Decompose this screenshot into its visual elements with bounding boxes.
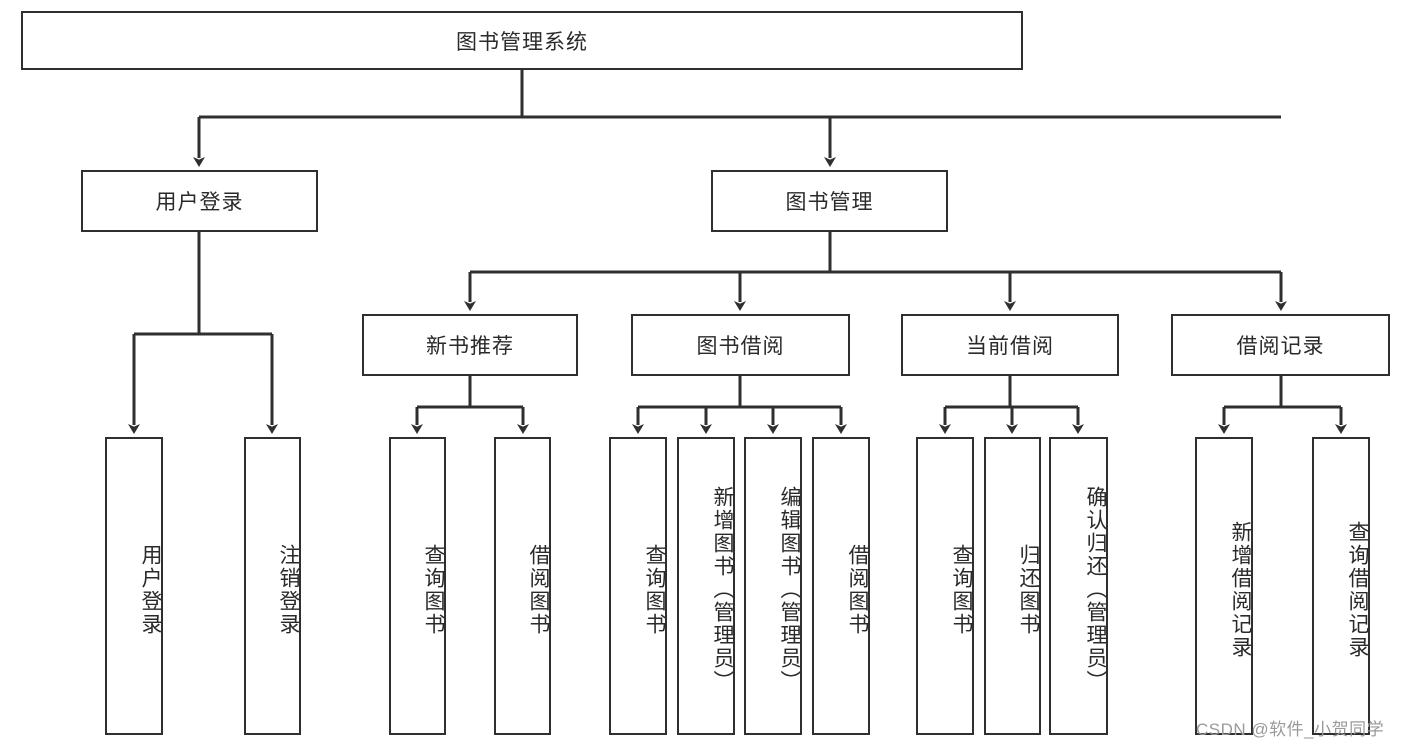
- leaf-return-book[interactable]: 归还图书: [984, 437, 1041, 735]
- node-book-borrow[interactable]: 图书借阅: [631, 314, 850, 376]
- node-root-label: 图书管理系统: [456, 30, 588, 54]
- leaf-query-book-current[interactable]: 查询图书: [916, 437, 974, 735]
- node-user-login[interactable]: 用户登录: [81, 170, 318, 232]
- leaf-user-logout-label: 注销登录: [277, 544, 300, 636]
- node-new-book-recommend[interactable]: 新书推荐: [362, 314, 578, 376]
- leaf-user-logout[interactable]: 注销登录: [244, 437, 301, 735]
- leaf-borrow-book-label: 借阅图书: [846, 544, 869, 636]
- leaf-query-borrow-record[interactable]: 查询借阅记录: [1312, 437, 1370, 735]
- leaf-add-book-admin[interactable]: 新增图书（管理员）: [677, 437, 735, 735]
- leaf-borrow-book[interactable]: 借阅图书: [812, 437, 870, 735]
- node-book-management-label: 图书管理: [785, 191, 874, 214]
- leaf-add-borrow-record[interactable]: 新增借阅记录: [1195, 437, 1253, 735]
- node-book-management[interactable]: 图书管理: [711, 170, 948, 232]
- node-borrow-records[interactable]: 借阅记录: [1171, 314, 1390, 376]
- leaf-edit-book-admin-label: 编辑图书（管理员）: [778, 485, 801, 693]
- leaf-borrow-book-recommend-label: 借阅图书: [527, 544, 550, 636]
- node-current-borrow[interactable]: 当前借阅: [901, 314, 1119, 376]
- leaf-query-book-borrow[interactable]: 查询图书: [609, 437, 667, 735]
- leaf-borrow-book-recommend[interactable]: 借阅图书: [494, 437, 551, 735]
- csdn-watermark: CSDN @软件_小贺同学: [1196, 720, 1385, 739]
- node-new-book-recommend-label: 新书推荐: [426, 335, 514, 358]
- leaf-user-login-label: 用户登录: [139, 544, 162, 636]
- leaf-confirm-return-admin-label: 确认归还（管理员）: [1084, 485, 1107, 693]
- leaf-user-login[interactable]: 用户登录: [105, 437, 163, 735]
- leaf-add-borrow-record-label: 新增借阅记录: [1229, 521, 1252, 659]
- node-root[interactable]: 图书管理系统: [21, 11, 1023, 70]
- leaf-confirm-return-admin[interactable]: 确认归还（管理员）: [1049, 437, 1108, 735]
- leaf-query-borrow-record-label: 查询借阅记录: [1346, 521, 1369, 659]
- node-current-borrow-label: 当前借阅: [966, 335, 1054, 358]
- leaf-edit-book-admin[interactable]: 编辑图书（管理员）: [744, 437, 802, 735]
- leaf-query-book-borrow-label: 查询图书: [643, 544, 666, 636]
- node-user-login-label: 用户登录: [155, 191, 244, 214]
- leaf-query-book-current-label: 查询图书: [950, 544, 973, 636]
- node-borrow-records-label: 借阅记录: [1236, 335, 1325, 358]
- node-book-borrow-label: 图书借阅: [696, 335, 785, 358]
- leaf-add-book-admin-label: 新增图书（管理员）: [711, 485, 734, 693]
- leaf-return-book-label: 归还图书: [1017, 544, 1040, 636]
- leaf-query-book-recommend-label: 查询图书: [422, 544, 445, 636]
- leaf-query-book-recommend[interactable]: 查询图书: [389, 437, 446, 735]
